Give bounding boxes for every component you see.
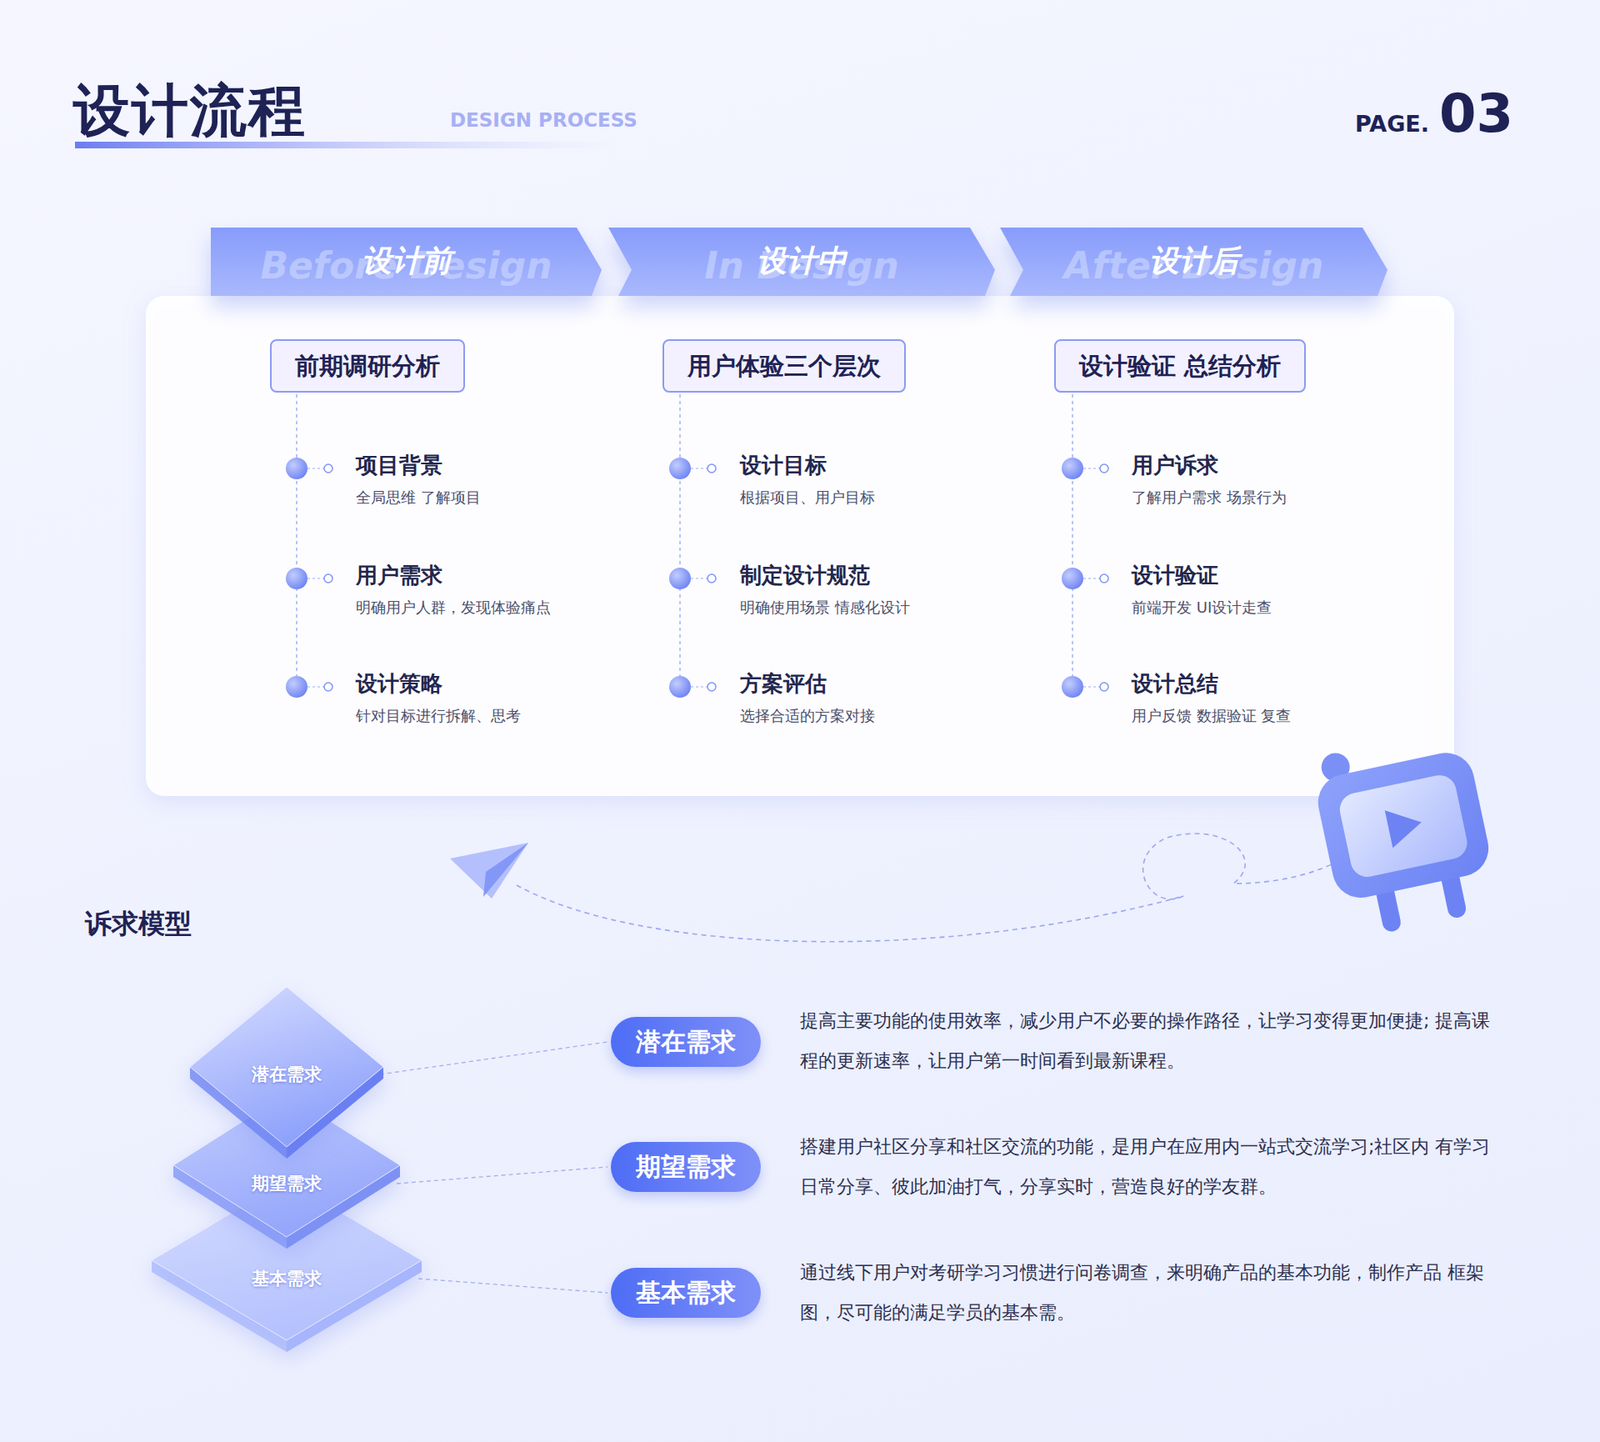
stage-header-box: 设计验证 总结分析 (1054, 339, 1306, 393)
pill-label: 基本需求 (635, 1267, 736, 1318)
need-description: 搭建用户社区分享和社区交流的功能，是用户在应用内一站式交流学习;社区内 有学习日… (800, 1126, 1509, 1207)
timeline-dot (669, 457, 691, 480)
step-note: 全局思维 了解项目 (355, 488, 481, 508)
diamond-label: 潜在需求 (190, 1062, 384, 1086)
timeline-line (295, 394, 297, 687)
leader-connector (380, 1041, 608, 1075)
need-pill: 期望需求 (610, 1141, 761, 1192)
timeline-tick (307, 467, 325, 469)
timeline-ring (1100, 464, 1109, 473)
step-title: 项目背景 (355, 451, 443, 480)
pill-label: 期望需求 (635, 1141, 736, 1192)
stage-title: 设计中 (608, 242, 995, 280)
timeline-tick (690, 467, 708, 469)
subtitle-watermark: DESIGN PROCESS (450, 108, 638, 133)
timeline-ring (324, 682, 333, 691)
need-description: 通过线下用户对考研学习习惯进行问卷调查，来明确产品的基本功能，制作产品 框架图，… (800, 1252, 1509, 1333)
step-title: 设计目标 (740, 451, 827, 480)
page-prefix: PAGE. (1355, 110, 1430, 139)
step-note: 用户反馈 数据验证 复查 (1131, 706, 1291, 726)
timeline-tick (307, 685, 325, 687)
timeline-ring (1100, 682, 1109, 691)
timeline-dot (1061, 457, 1084, 480)
timeline-line (679, 394, 680, 687)
step-note: 明确使用场景 情感化设计 (740, 598, 910, 618)
stage-header-text: 前期调研分析 (295, 340, 440, 391)
step-title: 用户诉求 (1131, 451, 1219, 480)
diamond-label: 期望需求 (173, 1171, 400, 1195)
timeline-ring (707, 574, 716, 583)
timeline-ring (324, 464, 333, 473)
step-note: 了解用户需求 场景行为 (1131, 488, 1287, 508)
stage-header-text: 用户体验三个层次 (687, 340, 881, 391)
step-note: 前端开发 UI设计走查 (1131, 598, 1272, 618)
stage-title: 设计后 (1000, 242, 1388, 280)
step-title: 设计策略 (355, 670, 443, 698)
stage-banner: 设计前Before Design (210, 227, 602, 296)
timeline-tick (1083, 577, 1100, 579)
step-title: 设计验证 (1131, 561, 1219, 590)
step-title: 方案评估 (740, 670, 827, 698)
timeline-ring (324, 574, 333, 583)
stage-banner: 设计后After Design (1000, 227, 1388, 296)
stage-title: 设计前 (210, 242, 602, 280)
timeline-dot (285, 567, 308, 590)
timeline-dot (1061, 675, 1084, 698)
flight-path (516, 833, 1334, 942)
stage-header-box: 用户体验三个层次 (662, 339, 906, 393)
page-title: 设计流程 (73, 81, 307, 140)
timeline-ring (1100, 574, 1109, 583)
timeline-dot (285, 675, 308, 698)
timeline-dot (1061, 567, 1084, 590)
stage-panel (145, 295, 1455, 796)
paper-plane (450, 842, 529, 899)
diamond-label: 基本需求 (151, 1266, 422, 1290)
timeline-tick (690, 577, 708, 579)
need-pill: 潜在需求 (610, 1016, 761, 1067)
timeline-tick (1083, 685, 1100, 687)
step-note: 选择合适的方案对接 (740, 706, 875, 726)
step-title: 用户需求 (355, 561, 443, 590)
stage-header-text: 设计验证 总结分析 (1079, 340, 1281, 391)
timeline-dot (669, 675, 691, 698)
timeline-tick (690, 685, 708, 687)
timeline-line (1071, 394, 1073, 687)
leader-connector (418, 1278, 608, 1293)
page-number: 03 (1439, 80, 1514, 147)
timeline-ring (707, 464, 716, 473)
need-description: 提高主要功能的使用效率，减少用户不必要的操作路径，让学习变得更加便捷; 提高课程… (800, 1000, 1509, 1081)
timeline-dot (669, 567, 691, 590)
section-heading: 诉求模型 (85, 906, 192, 940)
stage-banner: 设计中In Design (608, 227, 995, 296)
pill-label: 潜在需求 (635, 1016, 736, 1067)
timeline-ring (707, 682, 716, 691)
need-pill: 基本需求 (610, 1267, 761, 1318)
need-layer-diamond: 潜在需求 (190, 986, 384, 1159)
stage-header-box: 前期调研分析 (270, 339, 465, 393)
step-note: 明确用户人群，发现体验痛点 (355, 598, 551, 618)
timeline-tick (307, 577, 325, 579)
title-underline (75, 141, 617, 149)
leader-connector (396, 1166, 608, 1184)
step-note: 根据项目、用户目标 (740, 488, 875, 508)
step-title: 设计总结 (1131, 670, 1219, 698)
step-note: 针对目标进行拆解、思考 (355, 706, 521, 726)
timeline-tick (1083, 467, 1100, 469)
video-icon (1308, 725, 1502, 942)
step-title: 制定设计规范 (740, 561, 870, 590)
timeline-dot (285, 457, 308, 480)
